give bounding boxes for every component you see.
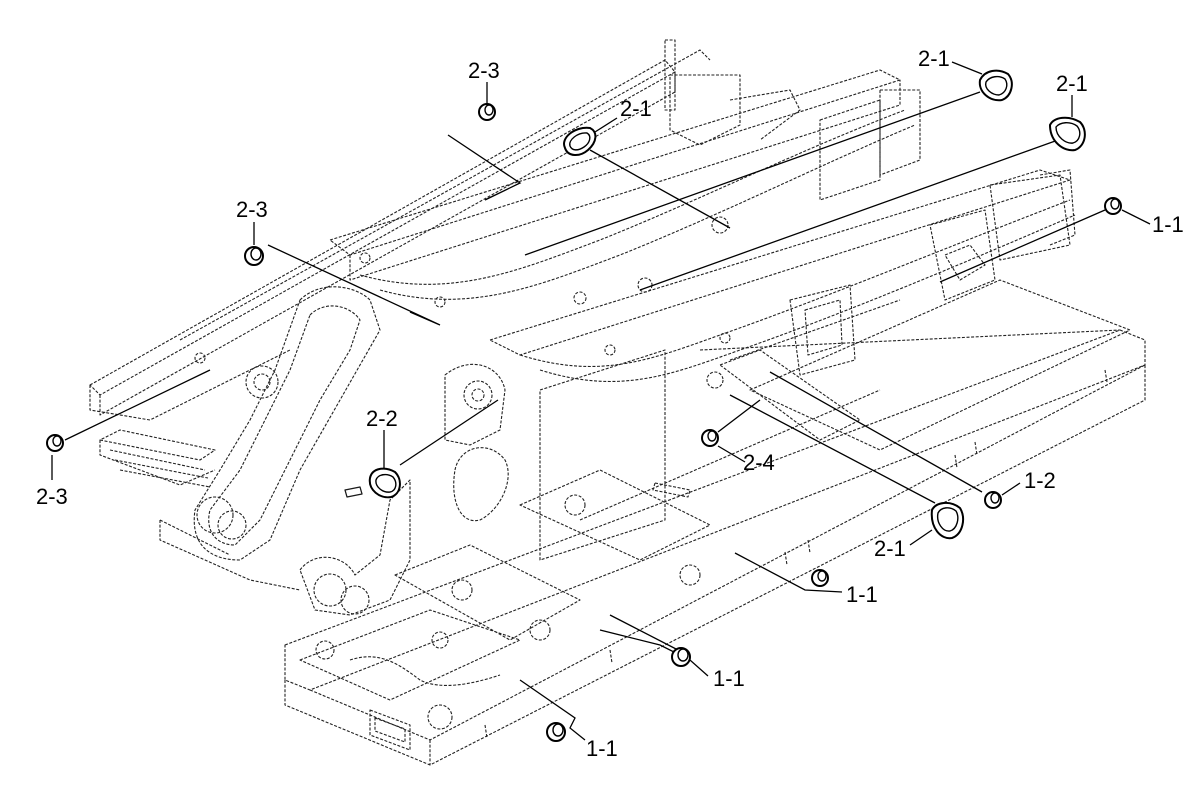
callout-label: 1-1 bbox=[586, 736, 618, 761]
grommet-icon bbox=[368, 467, 401, 499]
plug-icon bbox=[478, 103, 496, 121]
plug-icon bbox=[46, 434, 64, 452]
grommet-icon bbox=[1048, 116, 1086, 152]
callout-label: 2-4 bbox=[743, 450, 775, 475]
plug-icon bbox=[984, 491, 1002, 509]
plug-icon bbox=[546, 722, 566, 742]
callout-label: 2-2 bbox=[366, 406, 398, 431]
callout-label: 2-1 bbox=[874, 536, 906, 561]
callout-label: 2-1 bbox=[918, 46, 950, 71]
callout-label: 1-1 bbox=[713, 666, 745, 691]
callout-label: 2-1 bbox=[1056, 71, 1088, 96]
grommet-icon bbox=[930, 502, 965, 540]
grommet-icon bbox=[978, 69, 1013, 102]
plug-icon bbox=[244, 246, 264, 266]
callout-label: 2-3 bbox=[36, 484, 68, 509]
callout-label: 1-1 bbox=[846, 582, 878, 607]
callout-label: 1-1 bbox=[1152, 212, 1184, 237]
callout-labels: 2-3 2-1 2-1 2-1 1-1 2-3 2-2 2-3 2-4 1-2 … bbox=[36, 46, 1184, 761]
callout-label: 2-3 bbox=[468, 58, 500, 83]
frame-drawing bbox=[89, 39, 1146, 766]
plug-icon bbox=[701, 429, 719, 447]
leader-lines bbox=[51, 61, 1151, 741]
plug-icon bbox=[811, 569, 829, 587]
callout-label: 2-3 bbox=[236, 197, 268, 222]
grommet-icon bbox=[563, 126, 597, 156]
callout-label: 2-1 bbox=[620, 96, 652, 121]
part-icons bbox=[46, 69, 1122, 742]
plug-icon bbox=[671, 647, 691, 667]
plug-icon bbox=[1104, 197, 1122, 215]
callout-label: 1-2 bbox=[1024, 468, 1056, 493]
